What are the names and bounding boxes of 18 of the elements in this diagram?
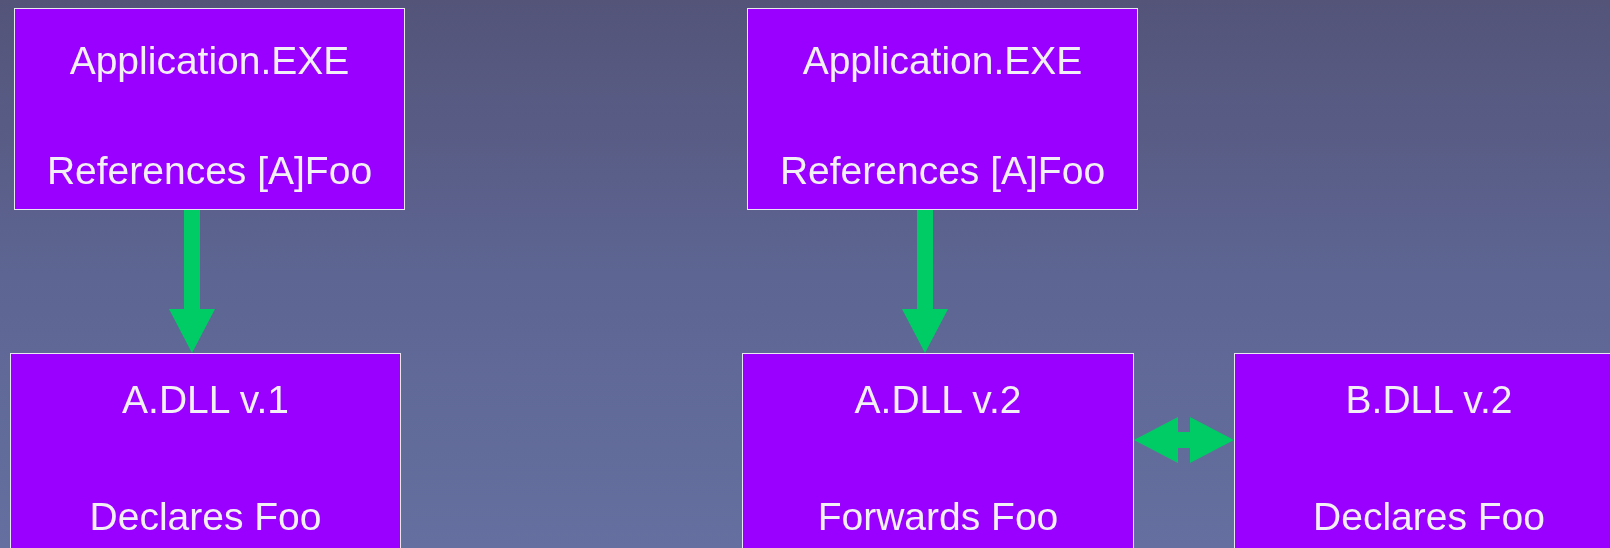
box-title: Application.EXE: [801, 39, 1084, 83]
arrow: [902, 210, 948, 353]
process-box: [747, 8, 1138, 210]
arrow: [1134, 417, 1234, 463]
box-text: Forwards Foo: [816, 495, 1060, 539]
box-title: Application.EXE: [68, 39, 351, 83]
box-text: Declares Foo: [1312, 495, 1546, 539]
box-text: References [A]Foo: [778, 149, 1107, 193]
box-text: References [A]Foo: [45, 149, 374, 193]
process-box: [742, 353, 1134, 548]
box-text: Declares Foo: [88, 495, 323, 539]
arrow: [169, 210, 215, 353]
box-title: B.DLL v.2: [1344, 378, 1514, 422]
box-title: A.DLL v.1: [121, 378, 290, 422]
box-title: A.DLL v.2: [853, 378, 1023, 422]
process-box: [10, 353, 401, 548]
process-box: [1234, 353, 1610, 548]
process-box: [14, 8, 405, 210]
